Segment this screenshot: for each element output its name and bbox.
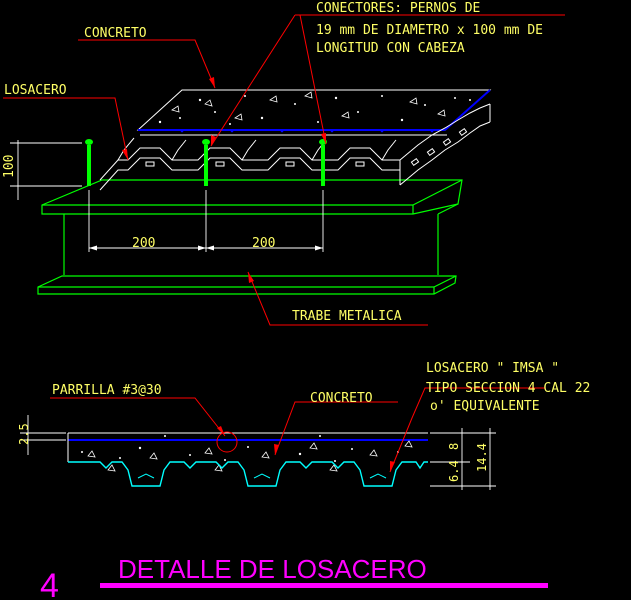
label-losacero-top: LOSACERO <box>4 83 67 98</box>
section-detail: LOSACERO " IMSA " TIPO SECCION 4 CAL 22 … <box>17 361 590 490</box>
steel-beam <box>37 179 463 295</box>
title-underline <box>100 583 548 588</box>
label-losacero-imsa-line1: LOSACERO " IMSA " <box>426 361 559 376</box>
rebar-parrilla-circle <box>216 431 238 453</box>
steel-deck-iso <box>99 103 491 191</box>
isometric-detail: CONCRETO CONECTORES: PERNOS DE 19 mm DE … <box>2 1 565 326</box>
dim-2-5: 2.5 <box>17 423 31 445</box>
dim-14-4: 14.4 <box>475 443 489 472</box>
title-block: 4 DETALLE DE LOSACERO <box>40 554 548 600</box>
iso-leader-arrows <box>122 77 326 283</box>
deck-rib-inner <box>137 473 387 479</box>
steel-deck-section <box>68 461 428 487</box>
iso-dimensions <box>10 140 324 252</box>
dim-200-left: 200 <box>132 236 155 251</box>
shear-connectors <box>85 139 327 186</box>
concrete-section <box>67 432 428 472</box>
dim-8: 8 <box>447 443 461 450</box>
label-concreto-top: CONCRETO <box>84 26 147 41</box>
section-leader-arrows <box>217 426 395 472</box>
concrete-slab-top <box>136 89 492 136</box>
section-dimensions <box>20 415 496 490</box>
label-concreto-section: CONCRETO <box>310 391 373 406</box>
section-leaders <box>50 387 545 473</box>
label-trabe-metalica: TRABE METALICA <box>292 309 402 324</box>
dim-100: 100 <box>2 155 17 178</box>
label-conectores-line1: CONECTORES: PERNOS DE <box>316 1 480 16</box>
label-conectores-line2: 19 mm DE DIAMETRO x 100 mm DE <box>316 23 543 38</box>
label-parrilla: PARRILLA #3@30 <box>52 383 162 398</box>
dim-6-4: 6.4 <box>447 460 461 482</box>
drawing-title: DETALLE DE LOSACERO <box>118 554 427 584</box>
label-losacero-imsa-line2: TIPO SECCION 4 CAL 22 <box>426 381 590 396</box>
iso-leaders <box>3 14 565 326</box>
dim-200-right: 200 <box>252 236 275 251</box>
sheet-number: 4 <box>40 567 59 600</box>
label-conectores-line3: LONGITUD CON CABEZA <box>316 41 465 56</box>
label-losacero-imsa-line3: o' EQUIVALENTE <box>430 399 540 414</box>
